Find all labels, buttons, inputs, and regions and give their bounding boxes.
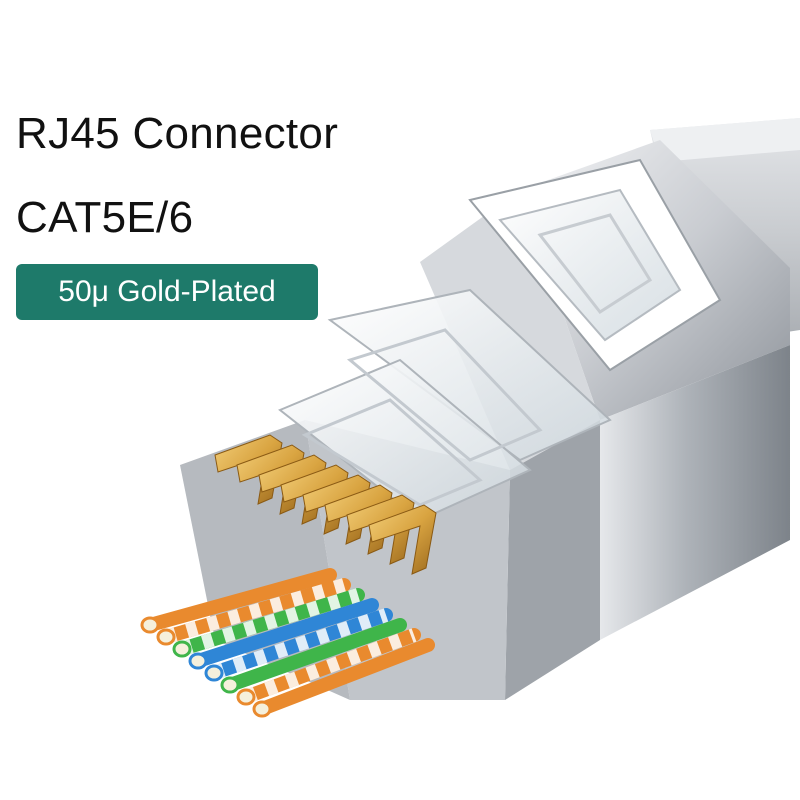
wire [204, 608, 393, 682]
latch-window [468, 158, 722, 372]
wire [220, 618, 407, 694]
wire-bundle [140, 568, 435, 718]
gold-contacts [214, 434, 437, 575]
product-title-line-1: RJ45 Connector [16, 109, 339, 158]
wire [140, 568, 337, 634]
gold-contact [346, 494, 415, 565]
gold-plated-badge: 50μ Gold-Plated [16, 264, 318, 320]
product-title-line-2: CAT5E/6 [16, 193, 194, 242]
wire [252, 638, 435, 718]
wire [156, 578, 351, 646]
wire [188, 598, 379, 670]
gold-contact [368, 504, 437, 575]
wire [236, 628, 421, 706]
clear-insert [278, 288, 612, 522]
wire [172, 588, 365, 658]
